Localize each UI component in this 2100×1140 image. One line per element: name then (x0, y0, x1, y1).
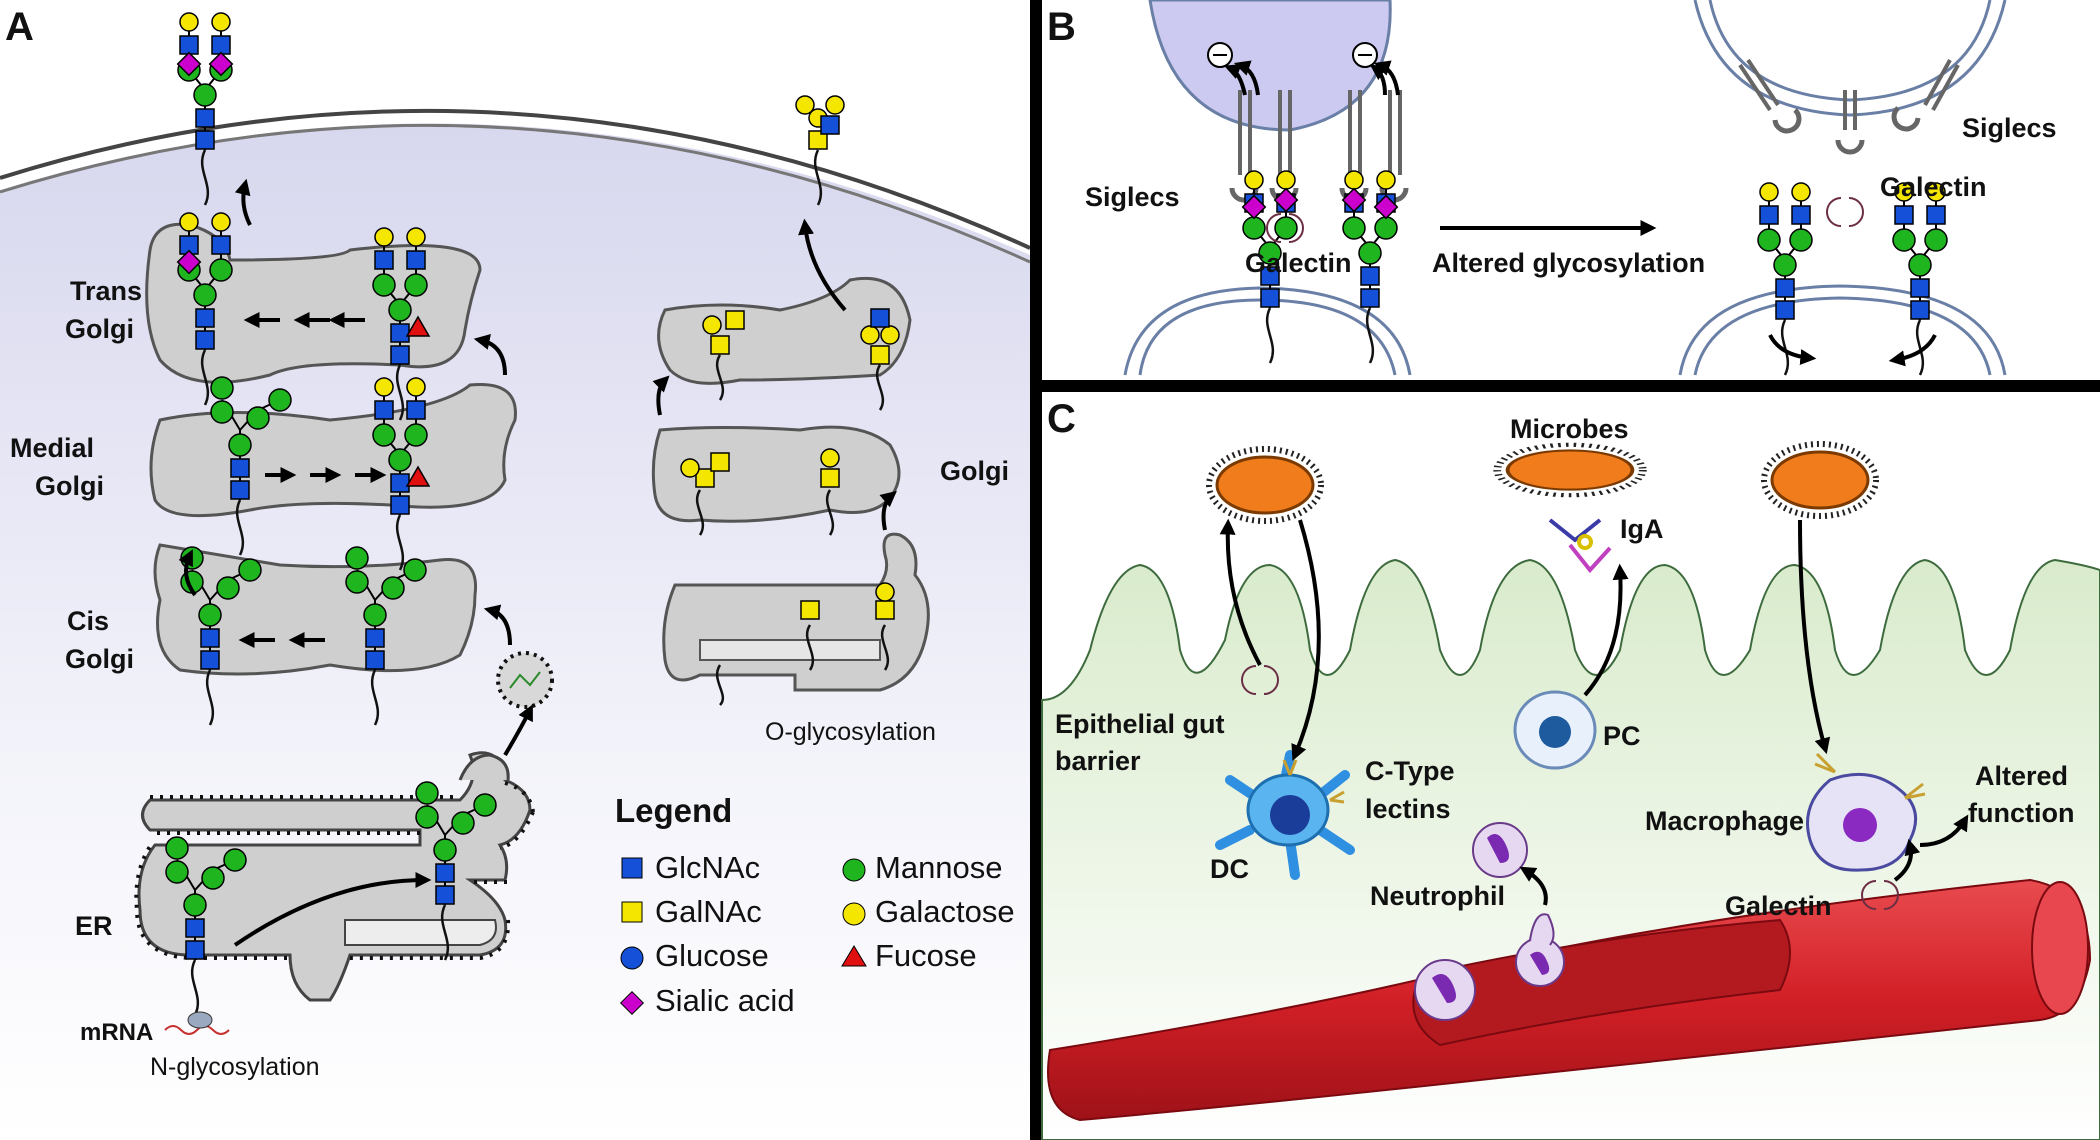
divider-horizontal (1030, 380, 2100, 392)
glycan-b-right-1 (1758, 183, 1812, 375)
golgi-o-upper (657, 276, 912, 385)
panel-label-b: B (1047, 5, 1076, 49)
panel-label-a: A (5, 5, 34, 49)
legend-fucose: Fucose (875, 938, 977, 973)
label-altered: Altered (1975, 761, 2068, 791)
immune-cell-left (1148, 0, 1392, 132)
iga-icon (1548, 518, 1612, 574)
label-microbes: Microbes (1510, 414, 1629, 444)
legend-mannose: Mannose (875, 850, 1003, 885)
label-siglecs-left: Siglecs (1085, 182, 1180, 212)
label-macrophage: Macrophage (1645, 806, 1804, 836)
macrophage-cell (1806, 752, 1926, 872)
label-mrna: mRNA (80, 1019, 153, 1046)
label-epithelial-barrier: barrier (1055, 746, 1141, 776)
label-er: ER (75, 911, 113, 941)
label-dc: DC (1210, 854, 1249, 884)
sialic-acid-icon (619, 990, 645, 1016)
label-c-type-lectins: lectins (1365, 794, 1451, 824)
label-trans: Trans (70, 276, 142, 306)
legend-galnac: GalNAc (655, 894, 762, 929)
panel-a: A Trans Golgi Medial Golgi Cis Golgi Gol… (0, 5, 1031, 1140)
label-epithelial: Epithelial gut (1055, 709, 1225, 739)
dendritic-cell (1215, 750, 1355, 880)
panel-label-c: C (1047, 397, 1076, 441)
mannose-icon (842, 858, 866, 882)
label-golgi: Golgi (940, 456, 1009, 486)
microbe-right (1764, 444, 1876, 516)
legend: Legend GlcNAc GalNAc Glucose Sialic acid… (615, 792, 1015, 1018)
vessel-opening (1412, 918, 1791, 1047)
label-pc: PC (1603, 721, 1641, 751)
flow-arrows-c (1219, 518, 1969, 906)
siglec-receptors-right (1738, 58, 1960, 155)
label-c-type: C-Type (1365, 756, 1455, 786)
label-galectin-right: Galectin (1880, 172, 1987, 202)
legend-glcnac: GlcNAc (655, 850, 760, 885)
neutrophil-cell (1414, 822, 1565, 1021)
plasma-membrane (0, 108, 1031, 250)
plasma-cell (1513, 690, 1597, 770)
galnac-icon (621, 901, 643, 923)
label-cis-golgi: Golgi (65, 644, 134, 674)
label-medial-golgi: Golgi (35, 471, 104, 501)
galectin-b-right (1826, 197, 1864, 227)
label-galectin-c: Galectin (1725, 891, 1832, 921)
legend-sialic: Sialic acid (655, 983, 795, 1018)
er-ribosomes (134, 781, 535, 960)
legend-glucose: Glucose (655, 938, 769, 973)
label-galectin-left: Galectin (1245, 248, 1352, 278)
o-glycan-surface (795, 95, 845, 206)
ribosome-icon (187, 1011, 213, 1029)
fucose-icon (841, 945, 867, 967)
legend-title: Legend (615, 792, 732, 829)
divider-vertical (1030, 0, 1042, 1140)
label-siglecs-right: Siglecs (1962, 113, 2057, 143)
label-trans-golgi: Golgi (65, 314, 134, 344)
galactose-icon (842, 902, 866, 926)
label-altered-glycosylation: Altered glycosylation (1432, 248, 1705, 278)
o-glycans-golgi (680, 308, 900, 706)
label-cis: Cis (67, 606, 109, 636)
label-n-glycosylation: N-glycosylation (150, 1053, 320, 1081)
golgi-o-middle (651, 425, 901, 523)
label-altered-function: function (1968, 798, 2074, 828)
er-inner-fold (344, 919, 497, 946)
glcnac-icon (621, 857, 643, 879)
panel-c: C Microbes IgA Epithelial gut barrier PC… (1041, 397, 2100, 1140)
glycan-b-right-2 (1893, 183, 1947, 375)
flow-arrows (178, 178, 897, 947)
label-medial: Medial (10, 433, 94, 463)
microbe-left (1209, 449, 1321, 521)
mrna-strand (164, 1025, 230, 1035)
panel-b: B Siglecs Galectin Altered glycosylation… (1047, 0, 2057, 375)
label-neutrophil: Neutrophil (1370, 881, 1505, 911)
label-iga: IgA (1620, 514, 1664, 544)
legend-galactose: Galactose (875, 894, 1015, 929)
glucose-icon (620, 946, 644, 970)
microbe-center (1497, 445, 1643, 495)
label-o-glycosylation: O-glycosylation (765, 718, 936, 746)
